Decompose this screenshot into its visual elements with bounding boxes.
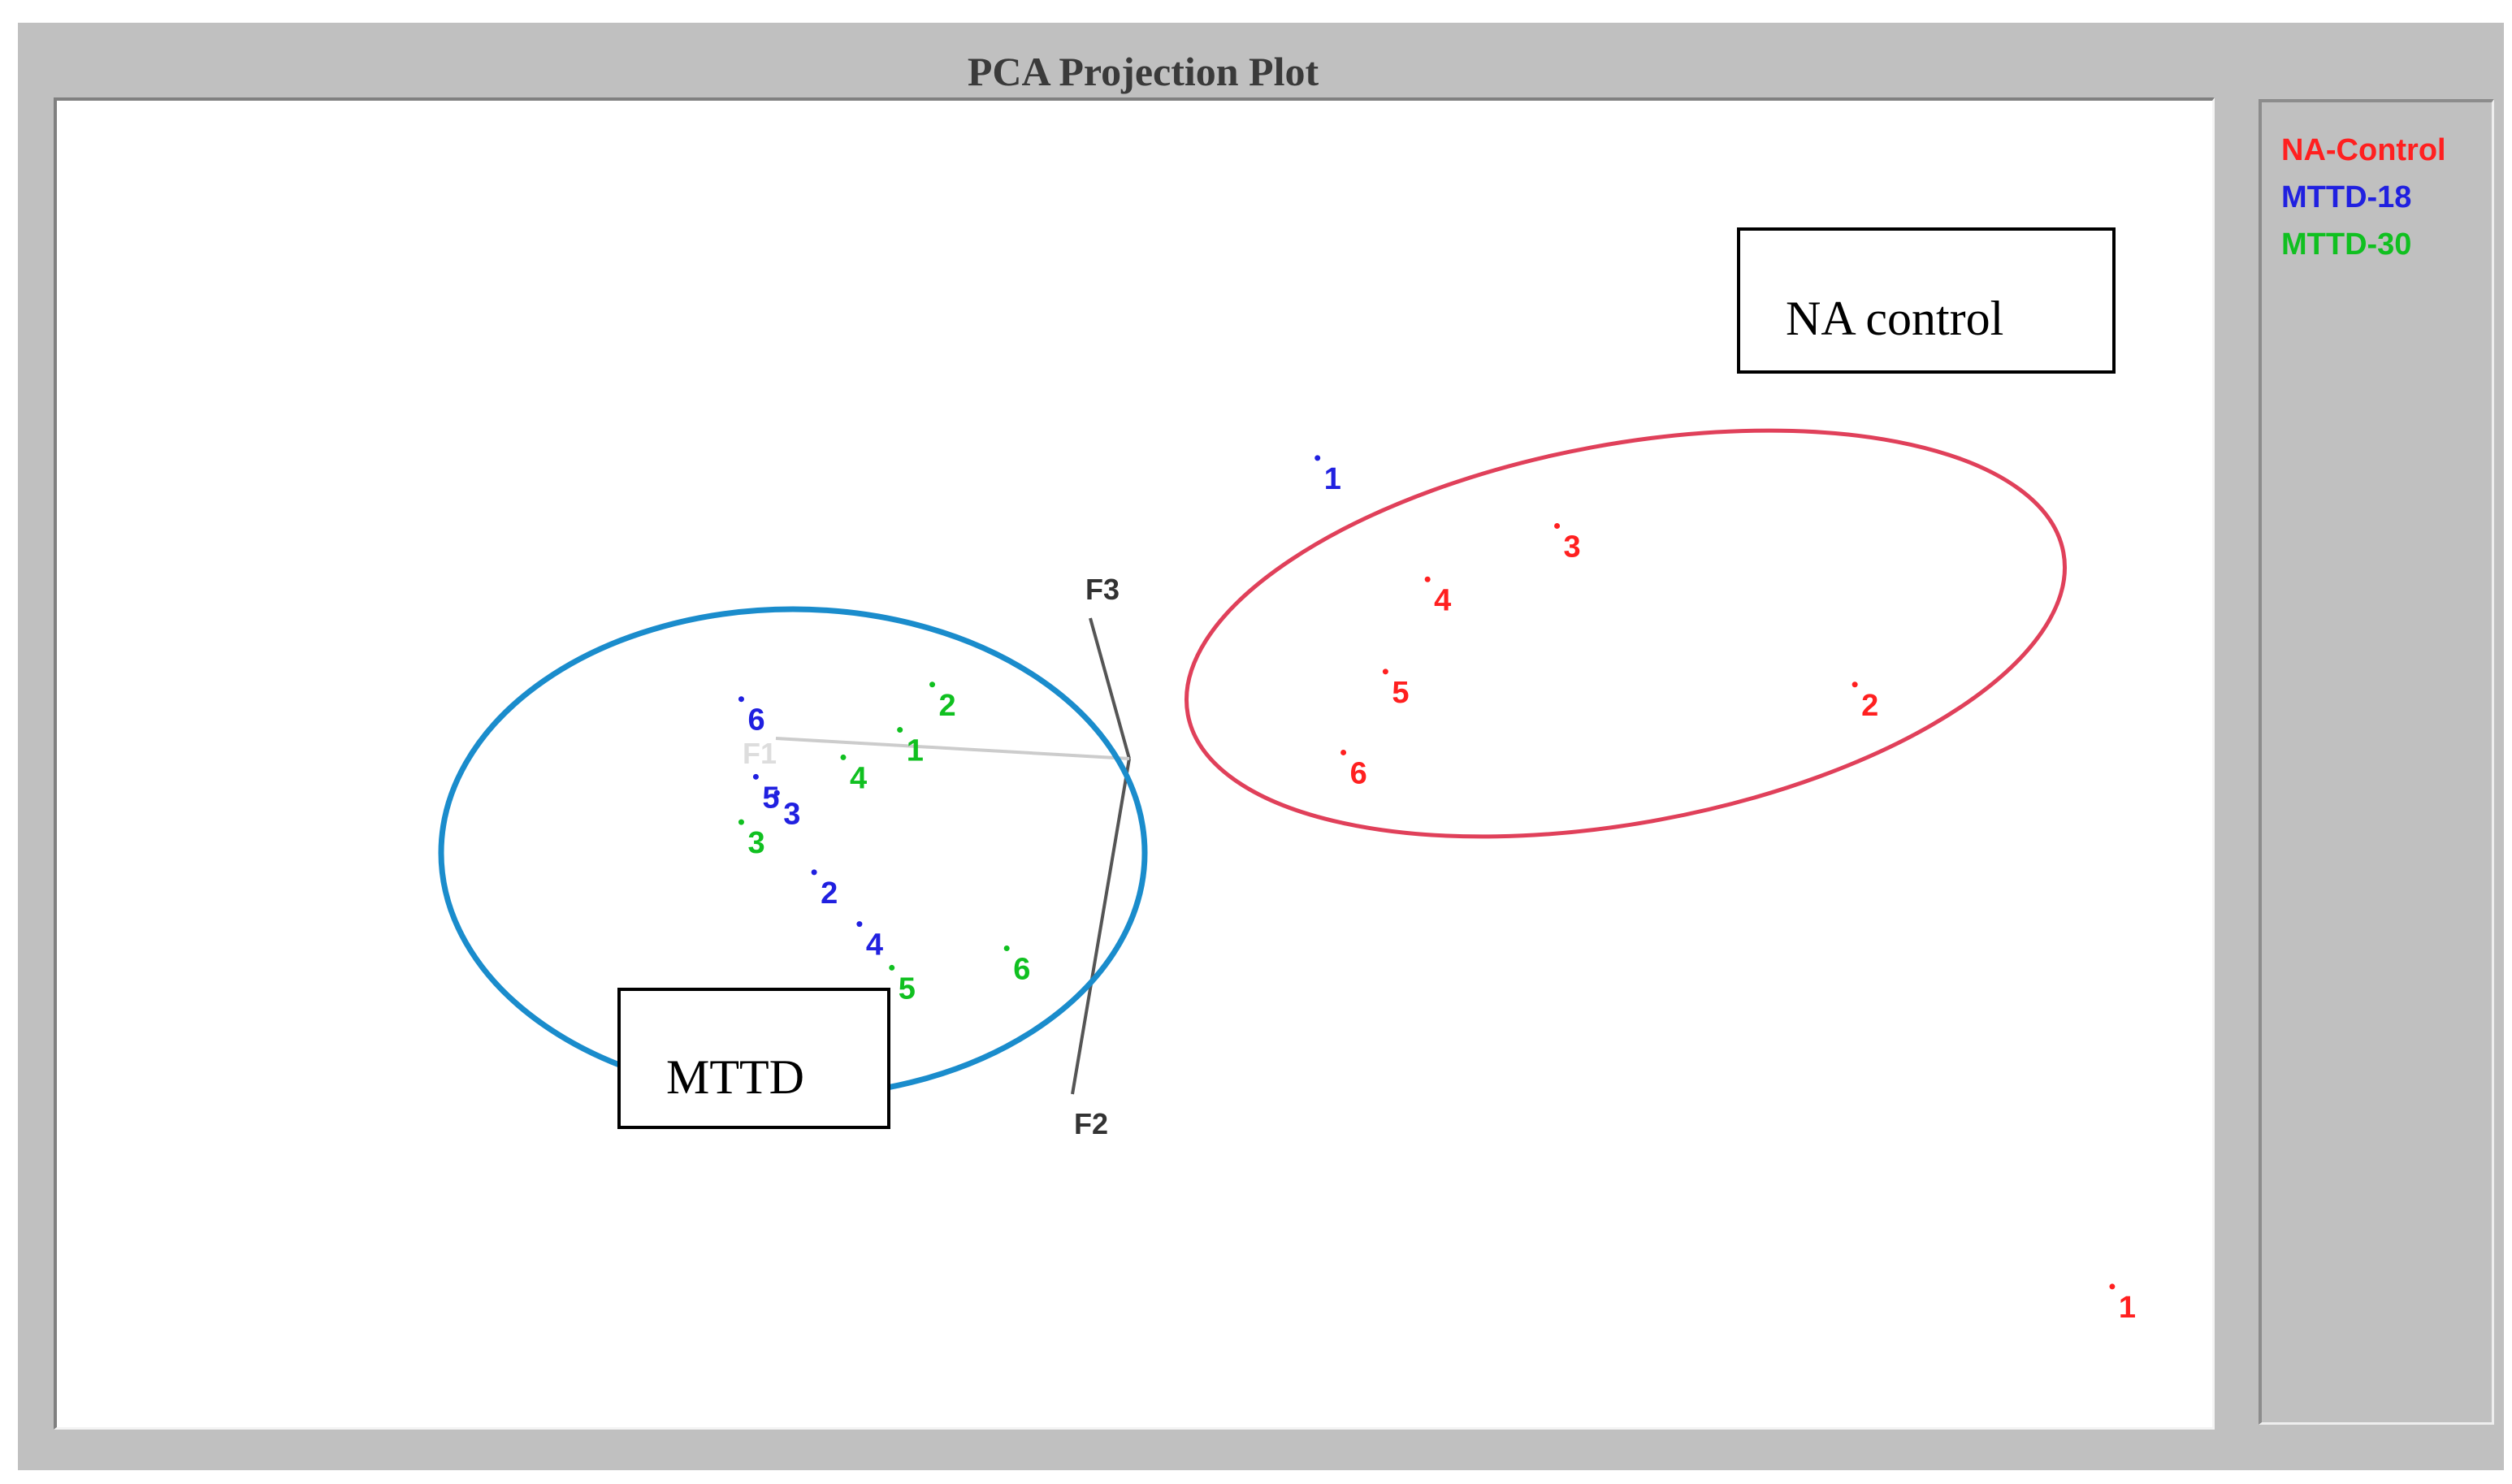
point-marker xyxy=(1314,455,1321,461)
point-marker xyxy=(1554,523,1561,530)
point-label: 6 xyxy=(747,703,764,738)
axis-label-f2: F2 xyxy=(1074,1107,1108,1140)
point-label: 6 xyxy=(1013,953,1030,987)
page-title: PCA Projection Plot xyxy=(967,49,1319,94)
point-marker xyxy=(752,773,759,780)
axis-f3-line xyxy=(1089,617,1131,759)
point-marker xyxy=(1340,749,1347,755)
annotation-mttd: MTTD xyxy=(666,1050,804,1104)
annotation-mttd-box xyxy=(617,988,890,1129)
point-marker xyxy=(738,819,744,825)
point-marker xyxy=(1382,668,1388,675)
point-marker xyxy=(1003,945,1010,952)
legend-item-mttd-18: MTTD-18 xyxy=(2281,180,2412,214)
axis-label-f3: F3 xyxy=(1085,573,1120,606)
annotation-na-control: NA control xyxy=(1786,292,2003,345)
point-marker xyxy=(929,681,936,688)
legend-item-mttd-30: MTTD-30 xyxy=(2281,227,2412,262)
point-label: 6 xyxy=(1350,756,1367,790)
axis-label-f1: F1 xyxy=(743,737,777,770)
annotation-na-control-box xyxy=(1737,227,2116,374)
point-label: 2 xyxy=(939,689,956,723)
point-label: 1 xyxy=(2119,1291,2136,1325)
point-label: 1 xyxy=(907,734,924,768)
point-label: 3 xyxy=(783,797,800,831)
point-marker xyxy=(811,869,817,876)
point-marker xyxy=(1424,576,1431,582)
legend-item-na-control: NA-Control xyxy=(2281,133,2446,167)
point-marker xyxy=(738,696,744,703)
point-marker xyxy=(897,727,903,733)
point-marker xyxy=(773,790,780,796)
point-label: 3 xyxy=(1564,530,1581,565)
axis-f2-line xyxy=(1071,758,1131,1095)
point-label: 4 xyxy=(1434,583,1451,617)
point-label: 5 xyxy=(762,781,779,815)
point-marker xyxy=(840,754,847,760)
legend: NA-Control MTTD-18 MTTD-30 xyxy=(2259,99,2494,1425)
point-label: 3 xyxy=(747,826,764,860)
axis-f1-line xyxy=(775,737,1130,760)
point-label: 2 xyxy=(821,876,838,911)
point-marker xyxy=(856,921,863,928)
point-marker xyxy=(2109,1283,2116,1290)
point-label: 1 xyxy=(1324,462,1341,496)
point-marker xyxy=(889,964,895,971)
point-label: 4 xyxy=(850,761,867,795)
point-label: 4 xyxy=(866,928,883,963)
point-marker xyxy=(1852,681,1858,688)
point-label: 5 xyxy=(899,971,916,1006)
point-label: 5 xyxy=(1392,676,1409,710)
point-label: 2 xyxy=(1861,689,1878,723)
ellipse-na-control xyxy=(1185,428,2067,839)
